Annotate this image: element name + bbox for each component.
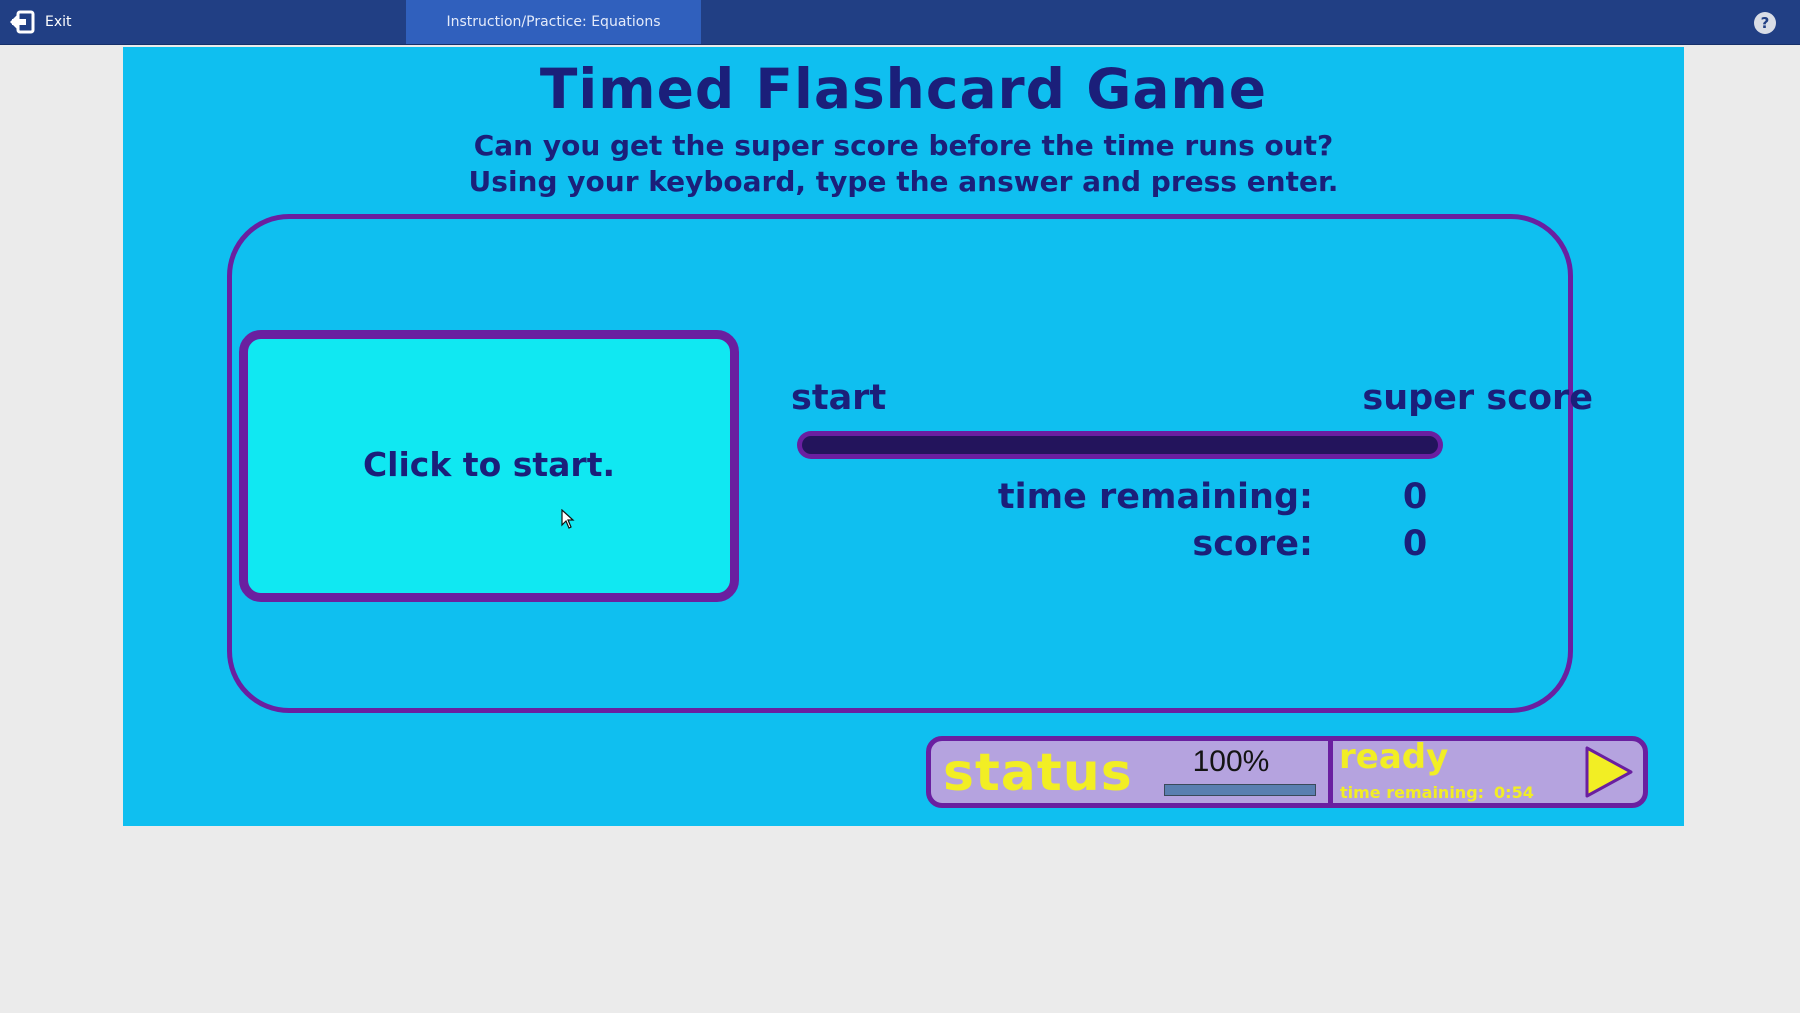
- subtitle-question: Can you get the super score before the t…: [473, 129, 1334, 162]
- status-progress-bar: [1164, 784, 1316, 796]
- top-toolbar: Exit Instruction/Practice: Equations ?: [0, 0, 1800, 45]
- status-divider: [1328, 741, 1333, 803]
- status-time-remaining: time remaining: 0:54: [1340, 783, 1534, 802]
- play-triangle-icon[interactable]: [1583, 746, 1635, 802]
- status-percent: 100%: [1192, 745, 1270, 778]
- ready-label: ready: [1339, 737, 1449, 777]
- exit-label: Exit: [45, 14, 72, 30]
- flashcard-prompt: Click to start.: [362, 444, 616, 484]
- time-remaining-label: time remaining:: [997, 477, 1313, 517]
- status-time-remaining-label: time remaining:: [1340, 783, 1485, 802]
- tab-instruction-practice[interactable]: Instruction/Practice: Equations: [406, 0, 701, 44]
- status-time-remaining-value: 0:54: [1494, 783, 1534, 802]
- score-label: score:: [1192, 524, 1313, 564]
- help-circle-icon[interactable]: ?: [1754, 12, 1776, 34]
- score-value: 0: [1402, 524, 1428, 564]
- status-progress-fill: [1165, 785, 1315, 795]
- score-progress-bar: [797, 431, 1443, 459]
- page-title: Timed Flashcard Game: [539, 57, 1268, 121]
- flashcard-start-button[interactable]: Click to start.: [239, 330, 739, 602]
- status-bar: status 100% ready time remaining: 0:54: [926, 736, 1648, 808]
- subtitle-instructions: Using your keyboard, type the answer and…: [468, 165, 1339, 198]
- mouse-cursor-icon: [561, 508, 575, 533]
- progress-super-score-label: super score: [1362, 378, 1593, 418]
- progress-start-label: start: [791, 378, 887, 418]
- exit-door-icon: [10, 10, 36, 34]
- exit-button[interactable]: Exit: [10, 9, 72, 35]
- game-panel: [227, 214, 1573, 713]
- time-remaining-value: 0: [1402, 477, 1428, 517]
- game-stage: Timed Flashcard Game Can you get the sup…: [123, 47, 1684, 826]
- status-label: status: [943, 743, 1133, 803]
